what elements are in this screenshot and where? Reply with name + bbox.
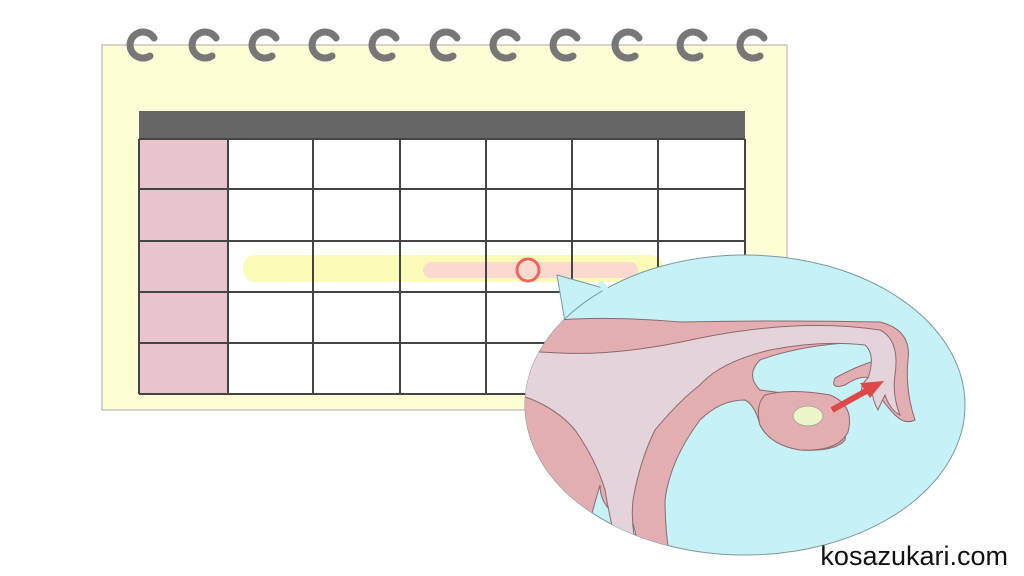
fertile-band: [423, 262, 638, 278]
binding-ring: [188, 28, 220, 62]
binding-ring: [308, 28, 340, 62]
site-credit: kosazukari.com: [820, 541, 1008, 571]
binding-ring: [248, 28, 280, 62]
calendar: [101, 28, 788, 411]
egg: [792, 405, 824, 427]
binding-ring: [676, 28, 708, 62]
uterus-cavity: [525, 325, 901, 555]
ovulation-marker: [515, 257, 541, 283]
weekend-column: [139, 139, 228, 394]
zoom-bubble: [524, 254, 966, 556]
binding-ring: [736, 28, 768, 62]
binding-ring: [549, 28, 581, 62]
binding-ring: [489, 28, 521, 62]
binding-ring: [126, 28, 158, 62]
binding-ring: [611, 28, 643, 62]
binding-ring: [429, 28, 461, 62]
binding-ring: [368, 28, 400, 62]
egg-movement-arrow: [830, 381, 884, 413]
binding-rings: [126, 28, 768, 62]
header-bar: [139, 111, 745, 139]
